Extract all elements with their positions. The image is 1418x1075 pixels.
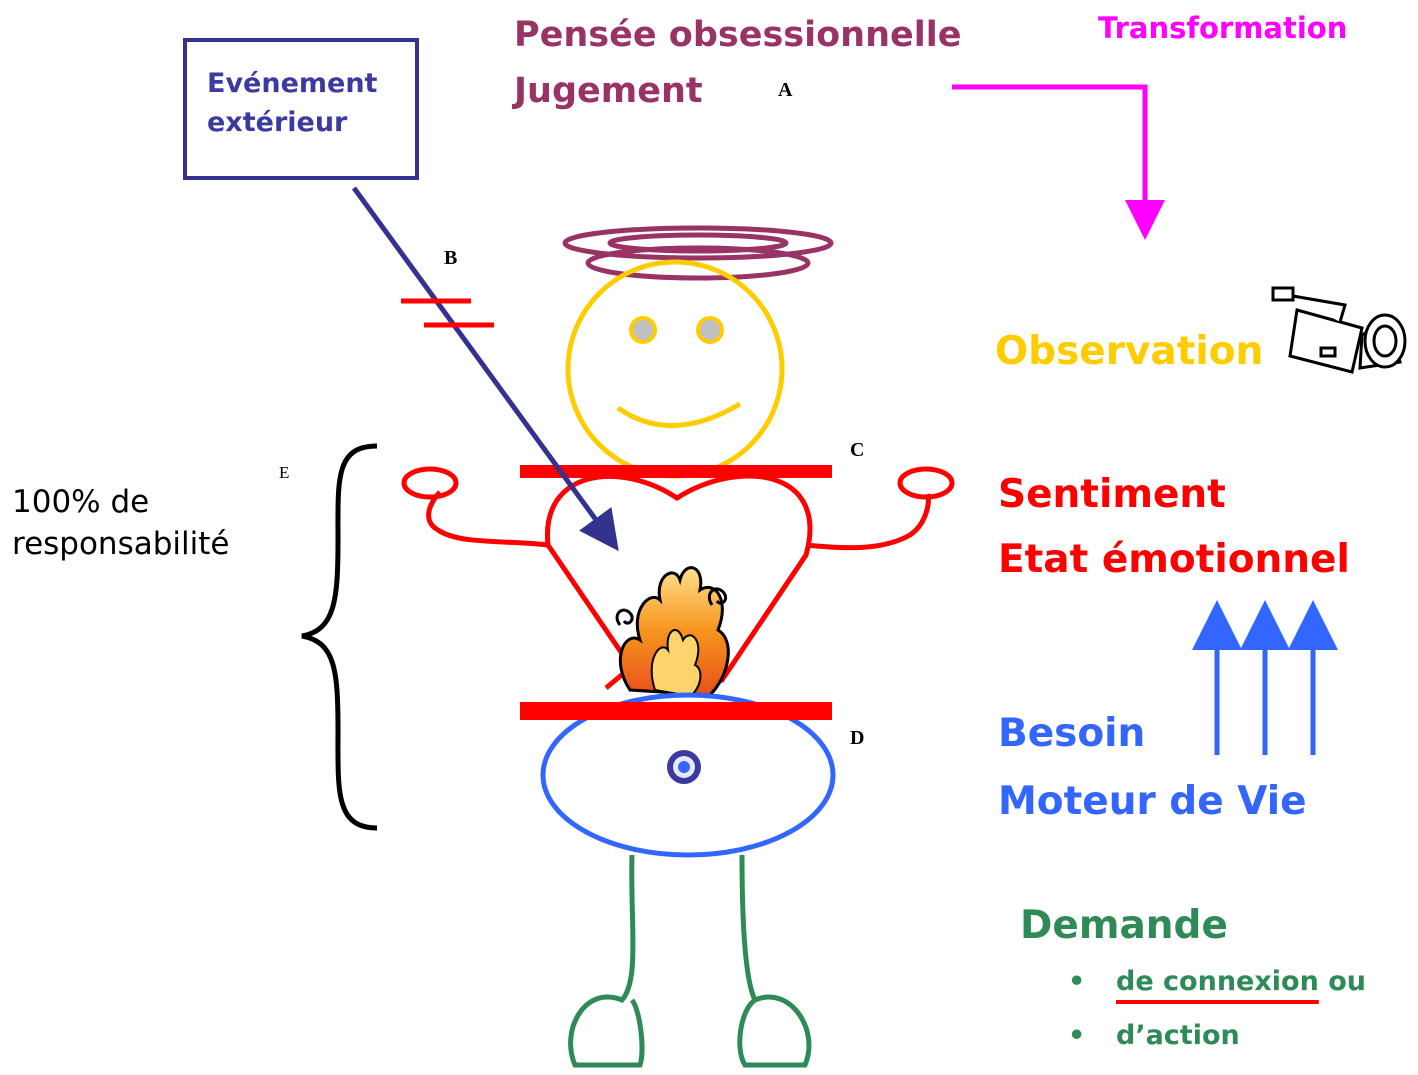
bullet: • — [1068, 966, 1116, 997]
transformation-arrow — [952, 87, 1145, 220]
event-label-line2: extérieur — [207, 103, 415, 142]
letter-d: D — [850, 728, 864, 748]
bar-d — [520, 702, 832, 720]
request-item-action-text: d’action — [1116, 1020, 1240, 1051]
request-label: Demande — [1020, 906, 1228, 945]
transformation-label: Transformation — [1098, 14, 1347, 43]
request-item-underlined: de connexion — [1116, 966, 1319, 997]
letter-b: B — [444, 248, 457, 268]
spiral-icon — [667, 750, 701, 784]
responsibility-line2: responsabilité — [12, 524, 229, 566]
event-box: Evénement extérieur — [183, 38, 419, 180]
thought-label-line1: Pensée obsessionnelle — [514, 18, 961, 53]
request-list: • de connexion ou • d’action — [1068, 966, 1366, 1074]
thought-label-line2: Jugement — [514, 74, 703, 109]
event-label-line1: Evénement — [207, 64, 415, 103]
need-label-line1: Besoin — [998, 714, 1145, 753]
request-item-connection: • de connexion ou — [1068, 966, 1366, 1020]
letter-c: C — [850, 440, 864, 460]
letter-a: A — [778, 80, 792, 100]
bullet: • — [1068, 1020, 1116, 1051]
request-item-rest: ou — [1319, 966, 1366, 997]
responsibility-brace — [302, 446, 377, 828]
legs — [571, 855, 809, 1065]
request-item-action: • d’action — [1068, 1020, 1366, 1074]
camera-icon — [1273, 288, 1405, 372]
responsibility-line1: 100% de — [12, 482, 229, 524]
need-label-line2: Moteur de Vie — [998, 782, 1307, 821]
observation-label: Observation — [995, 332, 1263, 371]
responsibility-label: 100% de responsabilité — [12, 482, 229, 566]
feeling-label-line1: Sentiment — [998, 475, 1226, 514]
feeling-label-line2: Etat émotionnel — [998, 540, 1350, 579]
fire-icon — [617, 568, 728, 696]
need-arrows — [1217, 625, 1313, 755]
head-smiley — [568, 262, 782, 476]
halo-icon — [565, 228, 831, 278]
letter-e: E — [279, 464, 289, 481]
